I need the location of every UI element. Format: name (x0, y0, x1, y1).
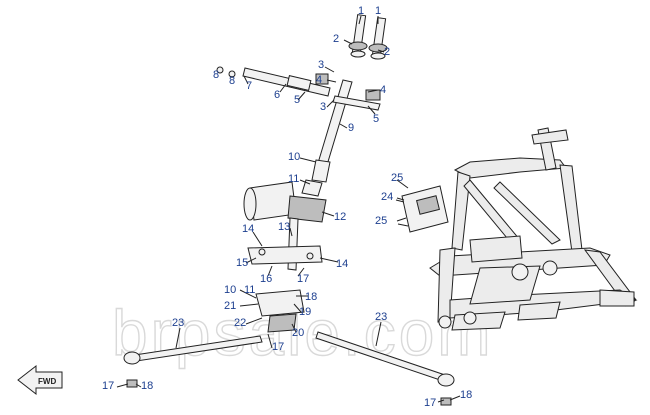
callout-24: 24 (381, 191, 393, 203)
callout-13: 13 (278, 221, 290, 233)
callout-3: 3 (318, 59, 324, 71)
steering-column-assembly (123, 14, 455, 406)
callout-22: 22 (234, 317, 246, 329)
callout-14: 14 (336, 258, 348, 270)
callout-18: 18 (305, 291, 317, 303)
callout-5: 5 (373, 113, 379, 125)
callout-25: 25 (391, 172, 403, 184)
callout-6: 6 (274, 89, 280, 101)
callout-12: 12 (334, 211, 346, 223)
callout-21: 21 (224, 300, 236, 312)
leader-lines (116, 15, 461, 403)
control-module-part-24 (395, 185, 449, 233)
callout-8: 8 (229, 75, 235, 87)
callout-14: 14 (242, 223, 254, 235)
callout-17: 17 (297, 273, 309, 285)
callout-9: 9 (348, 122, 354, 134)
callout-7: 7 (246, 80, 252, 92)
fwd-label: FWD (38, 377, 56, 386)
callout-11: 11 (288, 173, 299, 185)
vehicle-frame (429, 127, 638, 331)
callout-20: 20 (292, 327, 304, 339)
part-callouts: 1 1 2 2 3 3 4 4 5 5 6 7 8 8 9 10 10 11 1… (102, 5, 472, 409)
callout-23: 23 (172, 317, 184, 329)
callout-17: 17 (424, 397, 436, 409)
callout-3: 3 (320, 101, 326, 113)
callout-18: 18 (460, 389, 472, 401)
callout-10: 10 (224, 284, 236, 296)
callout-18: 18 (141, 380, 153, 392)
callout-16: 16 (260, 273, 272, 285)
callout-19: 19 (299, 306, 311, 318)
forward-direction-arrow: FWD (17, 364, 63, 396)
callout-4: 4 (316, 74, 322, 86)
callout-17: 17 (272, 341, 284, 353)
callout-25: 25 (375, 215, 387, 227)
callout-2: 2 (384, 46, 390, 58)
callout-8: 8 (213, 69, 219, 81)
callout-4: 4 (380, 84, 386, 96)
callout-2: 2 (333, 33, 339, 45)
callout-17: 17 (102, 380, 114, 392)
callout-1: 1 (375, 5, 381, 17)
callout-11: 11 (244, 284, 255, 296)
callout-1: 1 (358, 5, 364, 17)
callout-10: 10 (288, 151, 300, 163)
callout-15: 15 (236, 257, 248, 269)
callout-23: 23 (375, 311, 387, 323)
callout-5: 5 (294, 94, 300, 106)
